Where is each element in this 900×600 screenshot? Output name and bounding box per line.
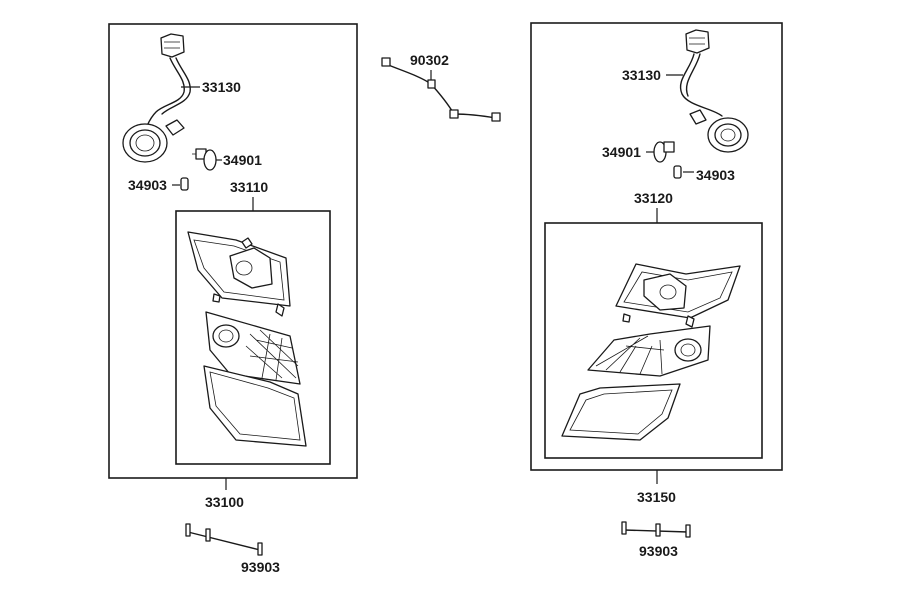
label-right-assembly: 33150 [637, 489, 676, 505]
label-right-unit: 33120 [634, 190, 673, 206]
left-reflector-part [205, 311, 301, 385]
label-right-screws: 93903 [639, 543, 678, 559]
right-reflector-part [587, 325, 711, 377]
label-left-bulb: 34901 [223, 152, 262, 168]
left-headlight-assembly: 33130 34901 34903 33110 [108, 23, 358, 575]
label-right-bulb: 34901 [602, 144, 641, 160]
right-headlight-assembly: 33130 34901 34903 33120 [530, 22, 783, 559]
label-connector: 90302 [410, 52, 449, 68]
label-right-socket: 34903 [696, 167, 735, 183]
left-assembly-box [108, 23, 358, 479]
label-left-assembly: 33100 [205, 494, 244, 510]
label-left-socket: 34903 [128, 177, 167, 193]
right-harness-part [679, 29, 749, 153]
left-harness-part [122, 33, 191, 163]
label-left-harness: 33130 [202, 79, 241, 95]
right-lens-part [561, 383, 681, 441]
left-bulb-part [192, 148, 217, 171]
center-connector: 90302 [381, 52, 501, 122]
right-screws-part [621, 521, 691, 538]
left-socket-part [180, 177, 189, 191]
right-housing-part [615, 263, 741, 328]
label-right-harness: 33130 [622, 67, 661, 83]
left-lens-part [203, 365, 307, 447]
left-screws-part [185, 523, 263, 556]
label-left-unit: 33110 [230, 179, 268, 195]
right-bulb-part [653, 141, 675, 163]
label-left-screws: 93903 [241, 559, 280, 575]
right-unit-box [544, 222, 763, 459]
left-housing-part [187, 231, 291, 317]
right-socket-part [673, 165, 682, 179]
